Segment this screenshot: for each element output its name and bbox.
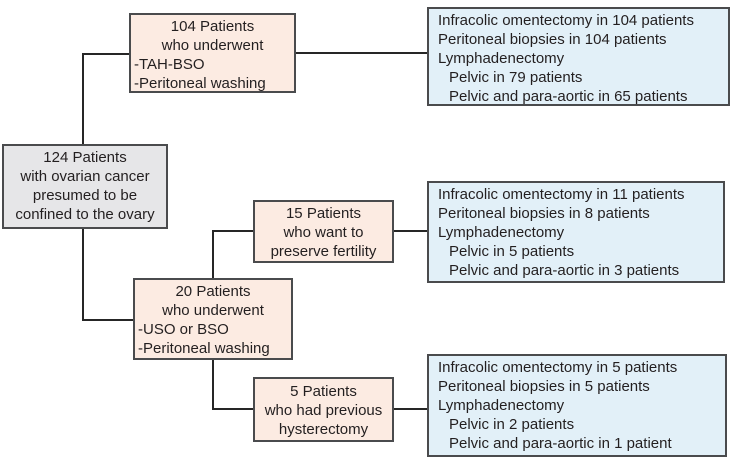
connector-root-to-tah (82, 53, 129, 55)
root-line: confined to the ovary (15, 206, 155, 223)
connector-uso-up-vertical (212, 230, 214, 278)
uso-line: 20 Patients (175, 283, 251, 300)
hysterectomy-box: 5 Patients who had previous hysterectomy (253, 377, 394, 442)
uso-line: -USO or BSO (138, 321, 229, 338)
hysterectomy-line: 5 Patients (290, 383, 357, 400)
tah-bso-box: 104 Patients who underwent -TAH-BSO -Per… (129, 13, 296, 93)
outcome-box-fertility: Infracolic omentectomy in 11 patients Pe… (427, 181, 725, 283)
outcome-line: Pelvic and para-aortic in 3 patients (449, 262, 680, 279)
outcome-line: Pelvic in 2 patients (449, 416, 575, 433)
root-line: with ovarian cancer (20, 168, 150, 185)
tah-line: 104 Patients (170, 18, 255, 35)
outcome-line: Lymphadenectomy (438, 397, 565, 414)
root-patients-box: 124 Patients with ovarian cancer presume… (2, 144, 168, 229)
outcome-line: Lymphadenectomy (438, 224, 565, 241)
connector-to-hysterectomy (212, 408, 253, 410)
outcome-line: Pelvic and para-aortic in 1 patient (449, 435, 672, 452)
tah-line: who underwent (161, 37, 264, 54)
outcome-line: Infracolic omentectomy in 104 patients (438, 12, 694, 29)
connector-hysterectomy-to-outcome3 (394, 408, 427, 410)
connector-root-to-uso (82, 319, 133, 321)
hysterectomy-line: who had previous (264, 402, 383, 419)
root-line: presumed to be (32, 187, 138, 204)
tah-line: -Peritoneal washing (134, 75, 266, 92)
fertility-box: 15 Patients who want to preserve fertili… (253, 200, 394, 263)
outcome-line: Infracolic omentectomy in 11 patients (438, 186, 685, 203)
root-line: 124 Patients (43, 149, 127, 166)
uso-line: who underwent (162, 302, 264, 319)
fertility-line: preserve fertility (270, 243, 377, 260)
fertility-line: 15 Patients (285, 205, 362, 222)
connector-fertility-to-outcome2 (394, 230, 427, 232)
outcome-line: Pelvic and para-aortic in 65 patients (449, 88, 688, 105)
hysterectomy-line: hysterectomy (278, 421, 369, 438)
outcome-line: Pelvic in 79 patients (449, 69, 583, 86)
connector-tah-to-outcome1 (296, 52, 427, 54)
tah-line: -TAH-BSO (134, 56, 205, 73)
uso-line: -Peritoneal washing (138, 340, 270, 357)
outcome-line: Peritoneal biopsies in 8 patients (438, 205, 650, 222)
connector-to-fertility (212, 230, 253, 232)
outcome-box-hysterectomy: Infracolic omentectomy in 5 patients Per… (427, 354, 727, 457)
outcome-box-tah: Infracolic omentectomy in 104 patients P… (427, 7, 730, 106)
outcome-line: Peritoneal biopsies in 5 patients (438, 378, 650, 395)
outcome-line: Peritoneal biopsies in 104 patients (438, 31, 667, 48)
outcome-line: Lymphadenectomy (438, 50, 565, 67)
outcome-line: Pelvic in 5 patients (449, 243, 575, 260)
fertility-line: who want to (283, 224, 364, 241)
outcome-line: Infracolic omentectomy in 5 patients (438, 359, 678, 376)
connector-uso-down-vertical (212, 360, 214, 410)
uso-bso-box: 20 Patients who underwent -USO or BSO -P… (133, 278, 293, 360)
